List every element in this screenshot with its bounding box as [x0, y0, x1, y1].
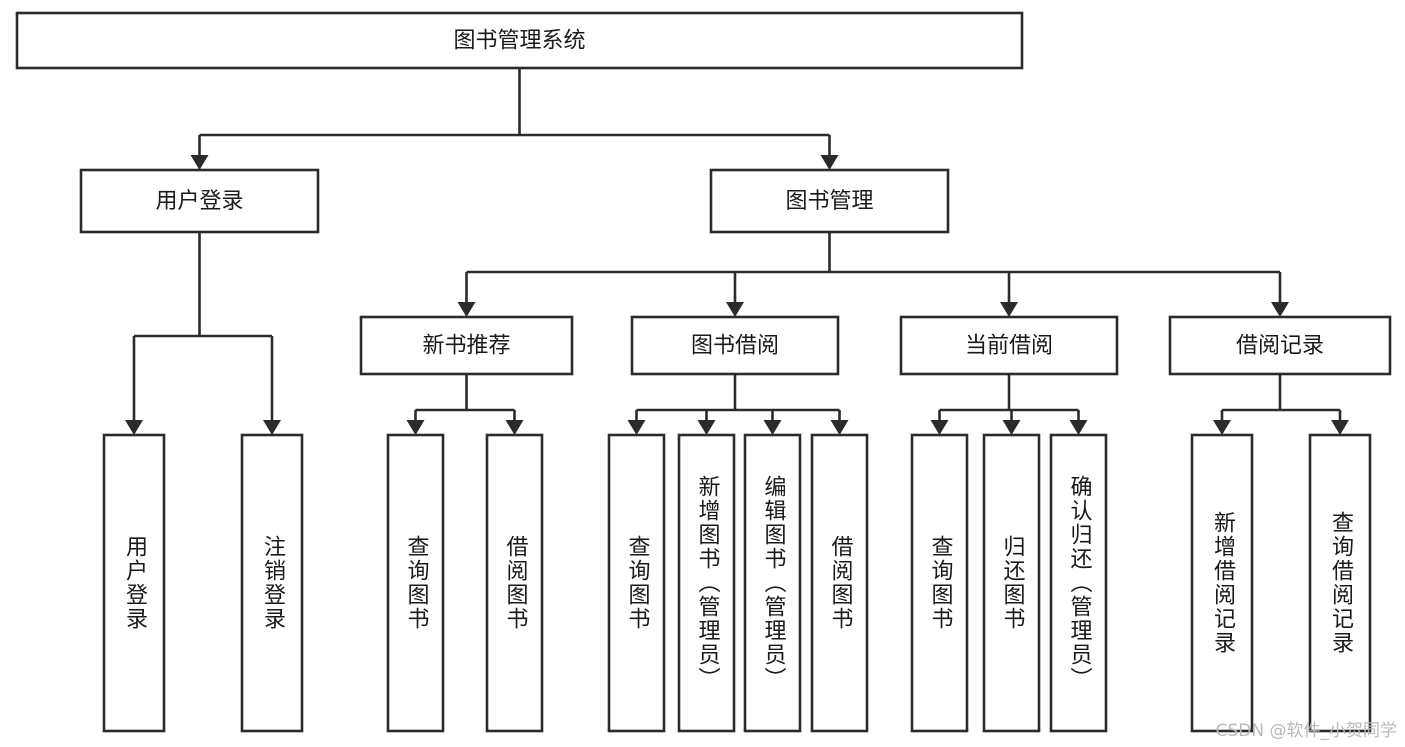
arrow-head-icon: [1002, 420, 1021, 435]
node-box[interactable]: [910, 433, 969, 733]
node-label: 借阅记录: [1236, 334, 1324, 359]
node-leaf_4[interactable]: [485, 433, 544, 733]
connector-group-l3_a: [406, 374, 524, 435]
arrow-head-icon: [1331, 420, 1349, 435]
node-box[interactable]: [607, 433, 666, 733]
node-box[interactable]: [485, 433, 544, 733]
arrow-head-icon: [627, 420, 646, 435]
node-box[interactable]: [1168, 315, 1392, 376]
node-box[interactable]: [982, 433, 1041, 733]
node-label: 用户登录: [155, 189, 243, 214]
node-leaf_5[interactable]: [607, 433, 666, 733]
connector-group-l3_b: [627, 374, 849, 435]
node-l3_d[interactable]: 借阅记录: [1168, 315, 1392, 376]
arrow-head-icon: [697, 420, 716, 435]
node-l3_a[interactable]: 新书推荐: [359, 315, 574, 376]
arrow-head-icon: [1069, 420, 1088, 435]
node-box[interactable]: [1049, 433, 1108, 733]
connector-group-l3_c: [930, 374, 1088, 435]
node-l3_b[interactable]: 图书借阅: [630, 315, 840, 376]
node-label: 图书管理: [785, 189, 873, 214]
arrow-head-icon: [406, 420, 425, 435]
node-l2_b[interactable]: 图书管理: [709, 168, 950, 234]
connector-group-l2_b: [457, 232, 1289, 317]
arrow-head-icon: [1271, 302, 1289, 317]
node-box[interactable]: [630, 315, 840, 376]
arrow-head-icon: [930, 420, 949, 435]
node-box[interactable]: [810, 433, 869, 733]
node-label: 新书推荐: [422, 334, 510, 359]
node-box[interactable]: [79, 168, 320, 234]
arrow-head-icon: [1213, 420, 1231, 435]
arrow-head-icon: [190, 155, 209, 170]
arrow-head-icon: [125, 420, 143, 435]
arrow-head-icon: [263, 420, 281, 435]
connector-group-l2_a: [125, 232, 281, 435]
arrow-head-icon: [830, 420, 849, 435]
connector-group-l3_d: [1213, 374, 1349, 435]
node-leaf_10[interactable]: [982, 433, 1041, 733]
arrow-head-icon: [820, 155, 839, 170]
node-box[interactable]: [1308, 433, 1372, 733]
node-box[interactable]: [359, 315, 574, 376]
node-leaf_12[interactable]: [1190, 433, 1254, 733]
arrow-head-icon: [457, 302, 476, 317]
node-label: 图书管理系统: [453, 29, 585, 54]
node-box[interactable]: [102, 433, 166, 733]
node-leaf_11[interactable]: [1049, 433, 1108, 733]
arrow-head-icon: [1000, 302, 1018, 317]
node-box[interactable]: [15, 11, 1024, 70]
edges-layer: [125, 68, 1349, 435]
node-leaf_9[interactable]: [910, 433, 969, 733]
node-box[interactable]: [743, 433, 802, 733]
node-leaf_6[interactable]: [677, 433, 736, 733]
node-box[interactable]: [1190, 433, 1254, 733]
node-leaf_8[interactable]: [810, 433, 869, 733]
arrow-head-icon: [763, 420, 782, 435]
watermark-text: CSDN @软件_小贺同学: [1215, 721, 1397, 741]
node-root[interactable]: 图书管理系统: [15, 11, 1024, 70]
node-l3_c[interactable]: 当前借阅: [899, 315, 1119, 376]
node-box[interactable]: [240, 433, 304, 733]
node-label: 当前借阅: [965, 334, 1053, 359]
node-leaf_1[interactable]: [102, 433, 166, 733]
arrow-head-icon: [726, 302, 744, 317]
node-box[interactable]: [677, 433, 736, 733]
node-box[interactable]: [899, 315, 1119, 376]
node-leaf_3[interactable]: [386, 433, 445, 733]
node-box[interactable]: [386, 433, 445, 733]
node-leaf_2[interactable]: [240, 433, 304, 733]
node-label: 图书借阅: [691, 334, 779, 359]
node-box[interactable]: [709, 168, 950, 234]
node-leaf_7[interactable]: [743, 433, 802, 733]
node-leaf_13[interactable]: [1308, 433, 1372, 733]
arrow-head-icon: [505, 420, 524, 435]
connector-group-root: [190, 68, 839, 170]
node-l2_a[interactable]: 用户登录: [79, 168, 320, 234]
